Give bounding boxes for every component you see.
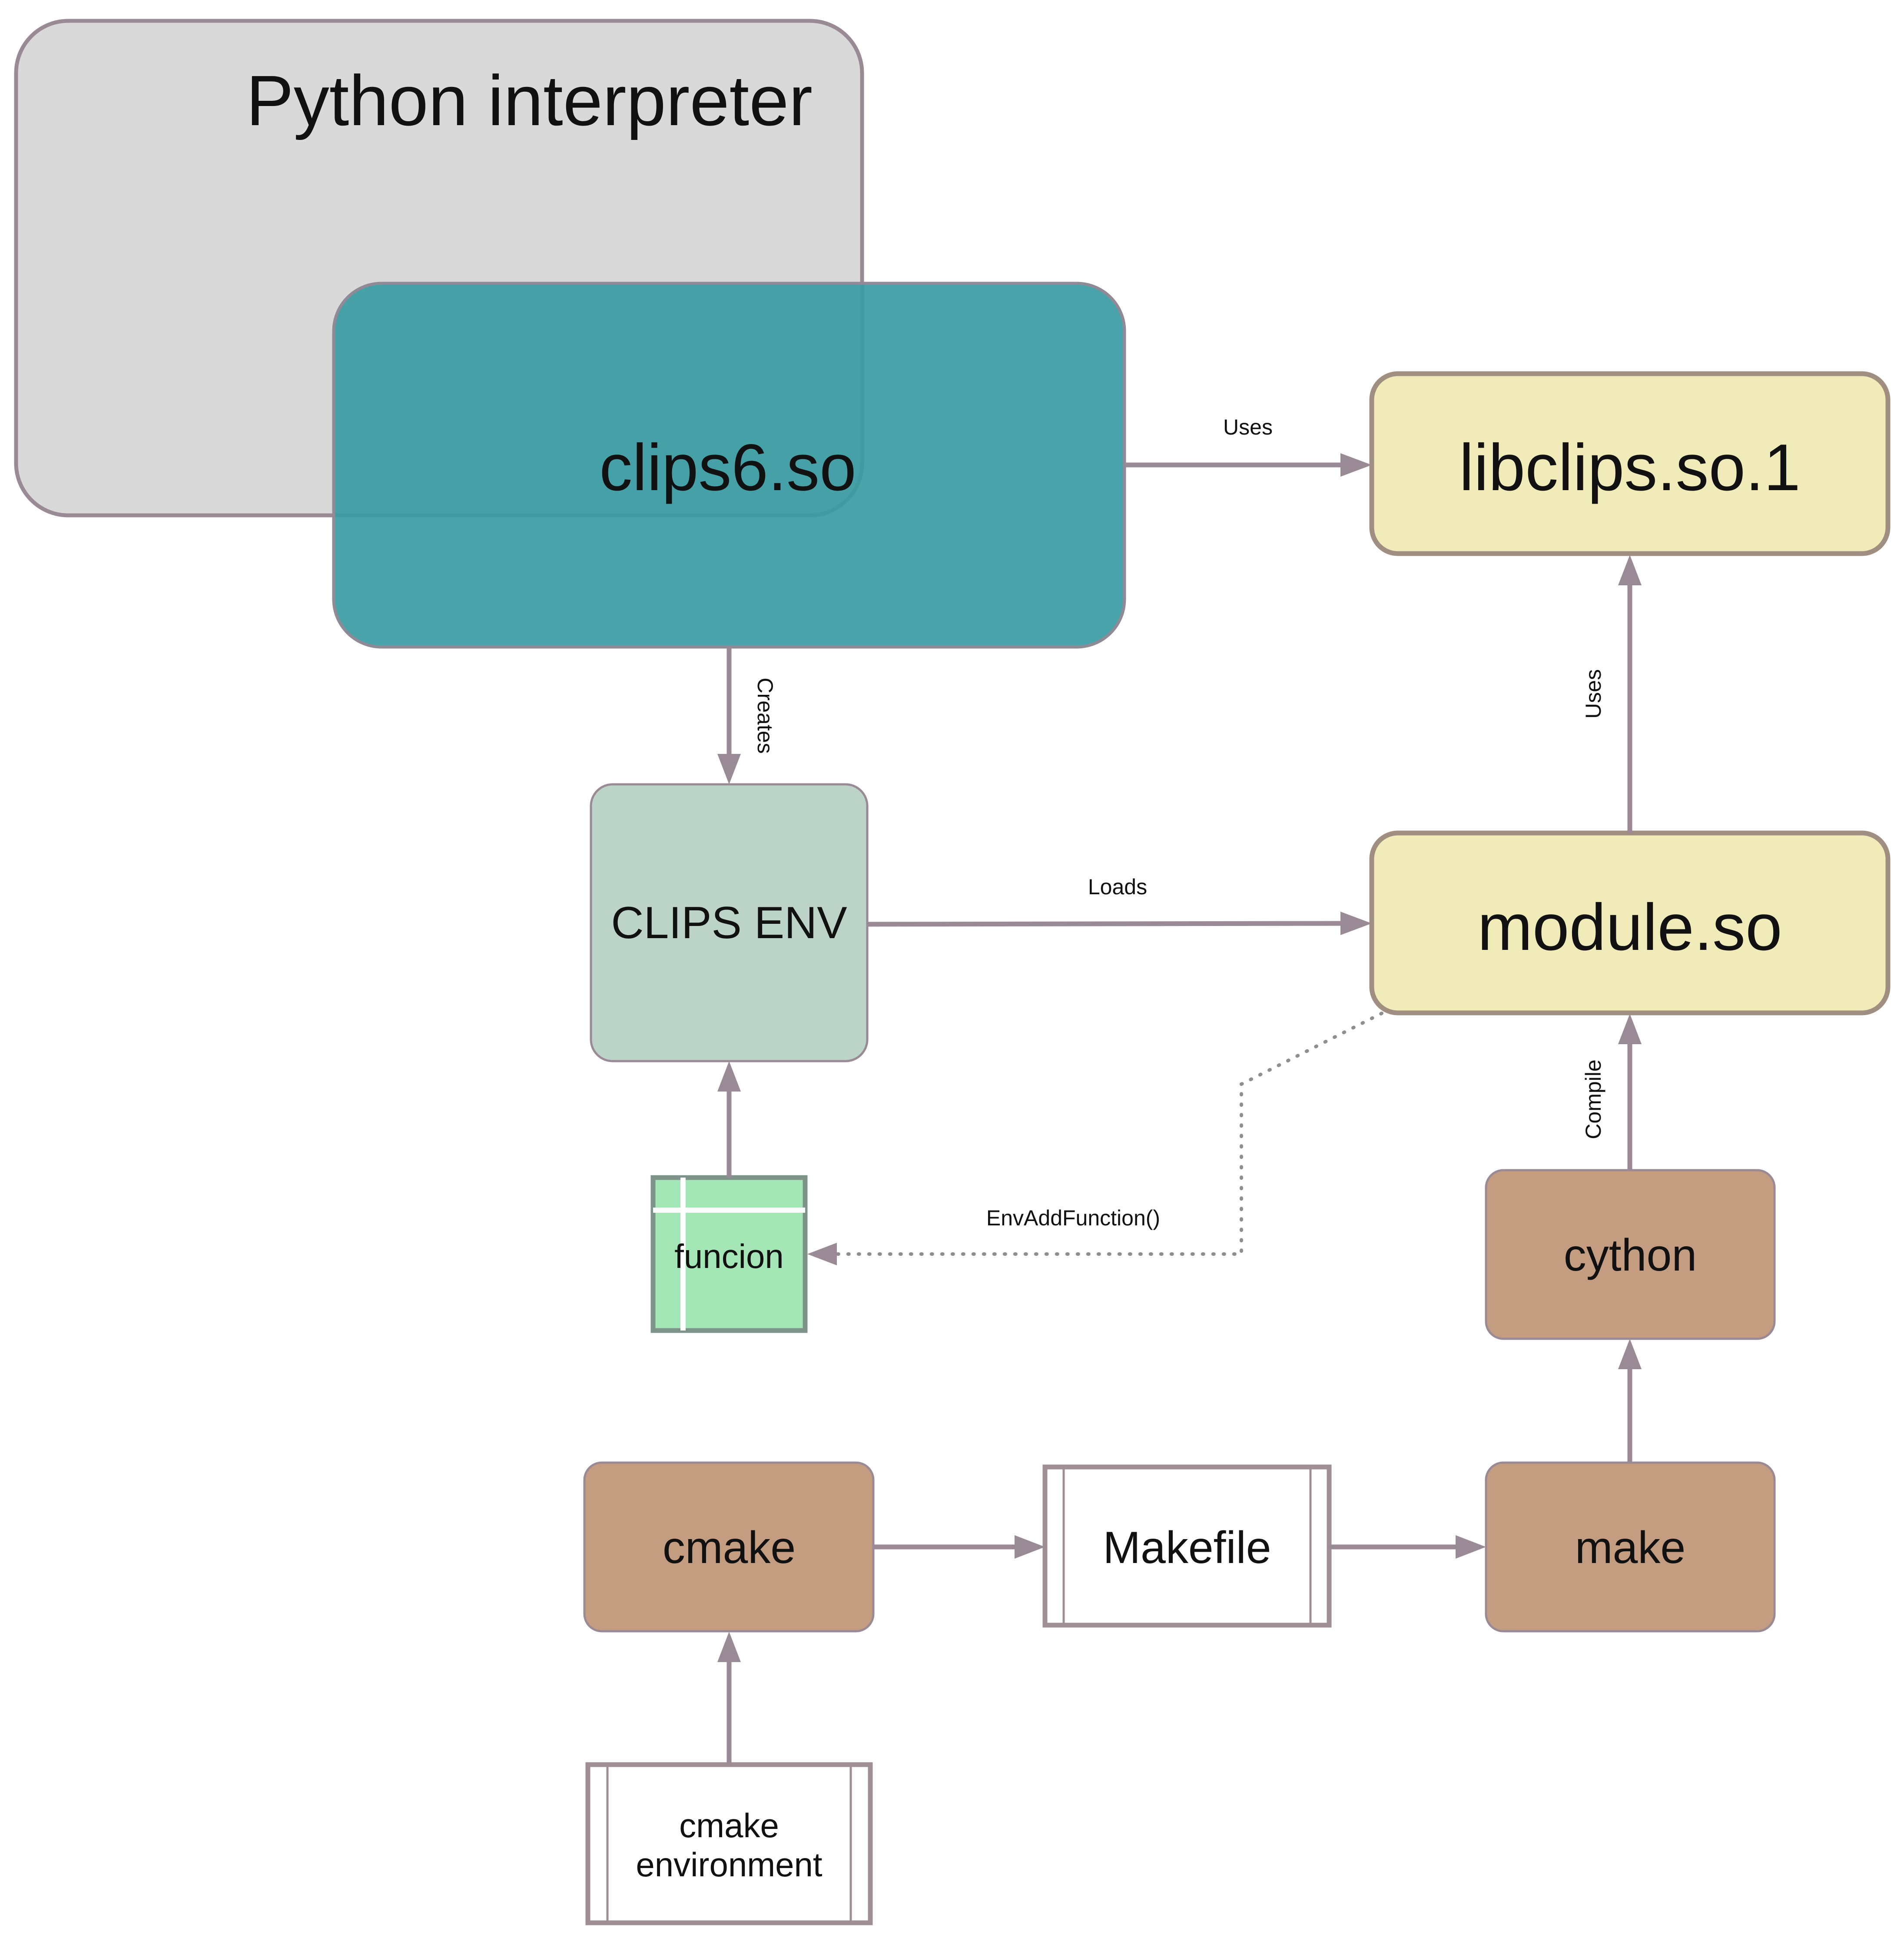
- funcion-node[interactable]: funcion: [650, 1175, 808, 1333]
- libclips-node[interactable]: libclips.so.1: [1369, 371, 1891, 556]
- edge-label-envaddfunction: EnvAddFunction(): [986, 1206, 1160, 1230]
- edge-cmake-environment-to-cmake: [717, 1632, 741, 1765]
- arrowhead: [807, 1243, 837, 1265]
- edge-label-uses-2: Uses: [1581, 669, 1605, 719]
- module-so-label: module.so: [1477, 890, 1782, 964]
- cmake-node[interactable]: cmake: [583, 1461, 875, 1633]
- make-label: make: [1575, 1523, 1685, 1573]
- edge-dotted-line: [833, 1012, 1383, 1256]
- edge-make-to-cython: [1618, 1339, 1642, 1463]
- edge-clips6-creates-env: Creates: [717, 647, 777, 784]
- module-so-node[interactable]: module.so: [1369, 830, 1891, 1015]
- cmake-environment-node[interactable]: cmake environment: [585, 1762, 873, 1925]
- arrowhead: [1015, 1535, 1045, 1559]
- cython-node[interactable]: cython: [1485, 1169, 1776, 1340]
- clips-env-node[interactable]: CLIPS ENV: [590, 783, 869, 1062]
- cython-label: cython: [1564, 1230, 1697, 1281]
- edge-label-compile: Compile: [1581, 1059, 1605, 1139]
- edge-clips6-uses-libclips: Uses: [1125, 415, 1372, 477]
- clips-env-label: CLIPS ENV: [611, 898, 847, 948]
- edge-line: [867, 921, 1343, 927]
- arrowhead: [717, 1632, 741, 1662]
- edge-module-envaddfunction-funcion: EnvAddFunction(): [807, 1012, 1383, 1265]
- libclips-label: libclips.so.1: [1459, 431, 1801, 504]
- makefile-node[interactable]: Makefile: [1042, 1464, 1332, 1628]
- make-node[interactable]: make: [1485, 1461, 1776, 1633]
- clips6-so-label: clips6.so: [599, 431, 856, 504]
- edge-makefile-to-make: [1329, 1535, 1486, 1559]
- edge-module-uses-libclips: Uses: [1581, 555, 1642, 833]
- arrowhead: [1456, 1535, 1486, 1559]
- arrowhead: [717, 1061, 741, 1092]
- arrowhead: [1618, 1339, 1642, 1369]
- edge-env-loads-module: Loads: [867, 875, 1372, 935]
- clips6-so-node[interactable]: clips6.so: [332, 282, 1126, 649]
- arrowhead: [1618, 555, 1642, 585]
- arrowhead: [1618, 1014, 1642, 1044]
- arrowhead: [717, 754, 741, 784]
- cmake-environment-label-line1: cmake: [679, 1806, 779, 1845]
- edge-cmake-to-makefile: [873, 1535, 1045, 1559]
- cmake-environment-label-line2: environment: [636, 1845, 823, 1884]
- python-interpreter-label: Python interpreter: [246, 61, 813, 140]
- edge-funcion-to-env: [717, 1061, 741, 1178]
- cmake-label: cmake: [663, 1523, 796, 1573]
- funcion-label: funcion: [674, 1237, 784, 1275]
- edge-cython-compile-module: Compile: [1581, 1014, 1642, 1170]
- arrowhead: [1340, 912, 1372, 935]
- edge-label-uses-1: Uses: [1223, 415, 1273, 439]
- edge-label-creates: Creates: [753, 677, 777, 753]
- arrowhead: [1340, 453, 1372, 477]
- makefile-label: Makefile: [1103, 1523, 1271, 1573]
- edge-label-loads: Loads: [1088, 875, 1147, 899]
